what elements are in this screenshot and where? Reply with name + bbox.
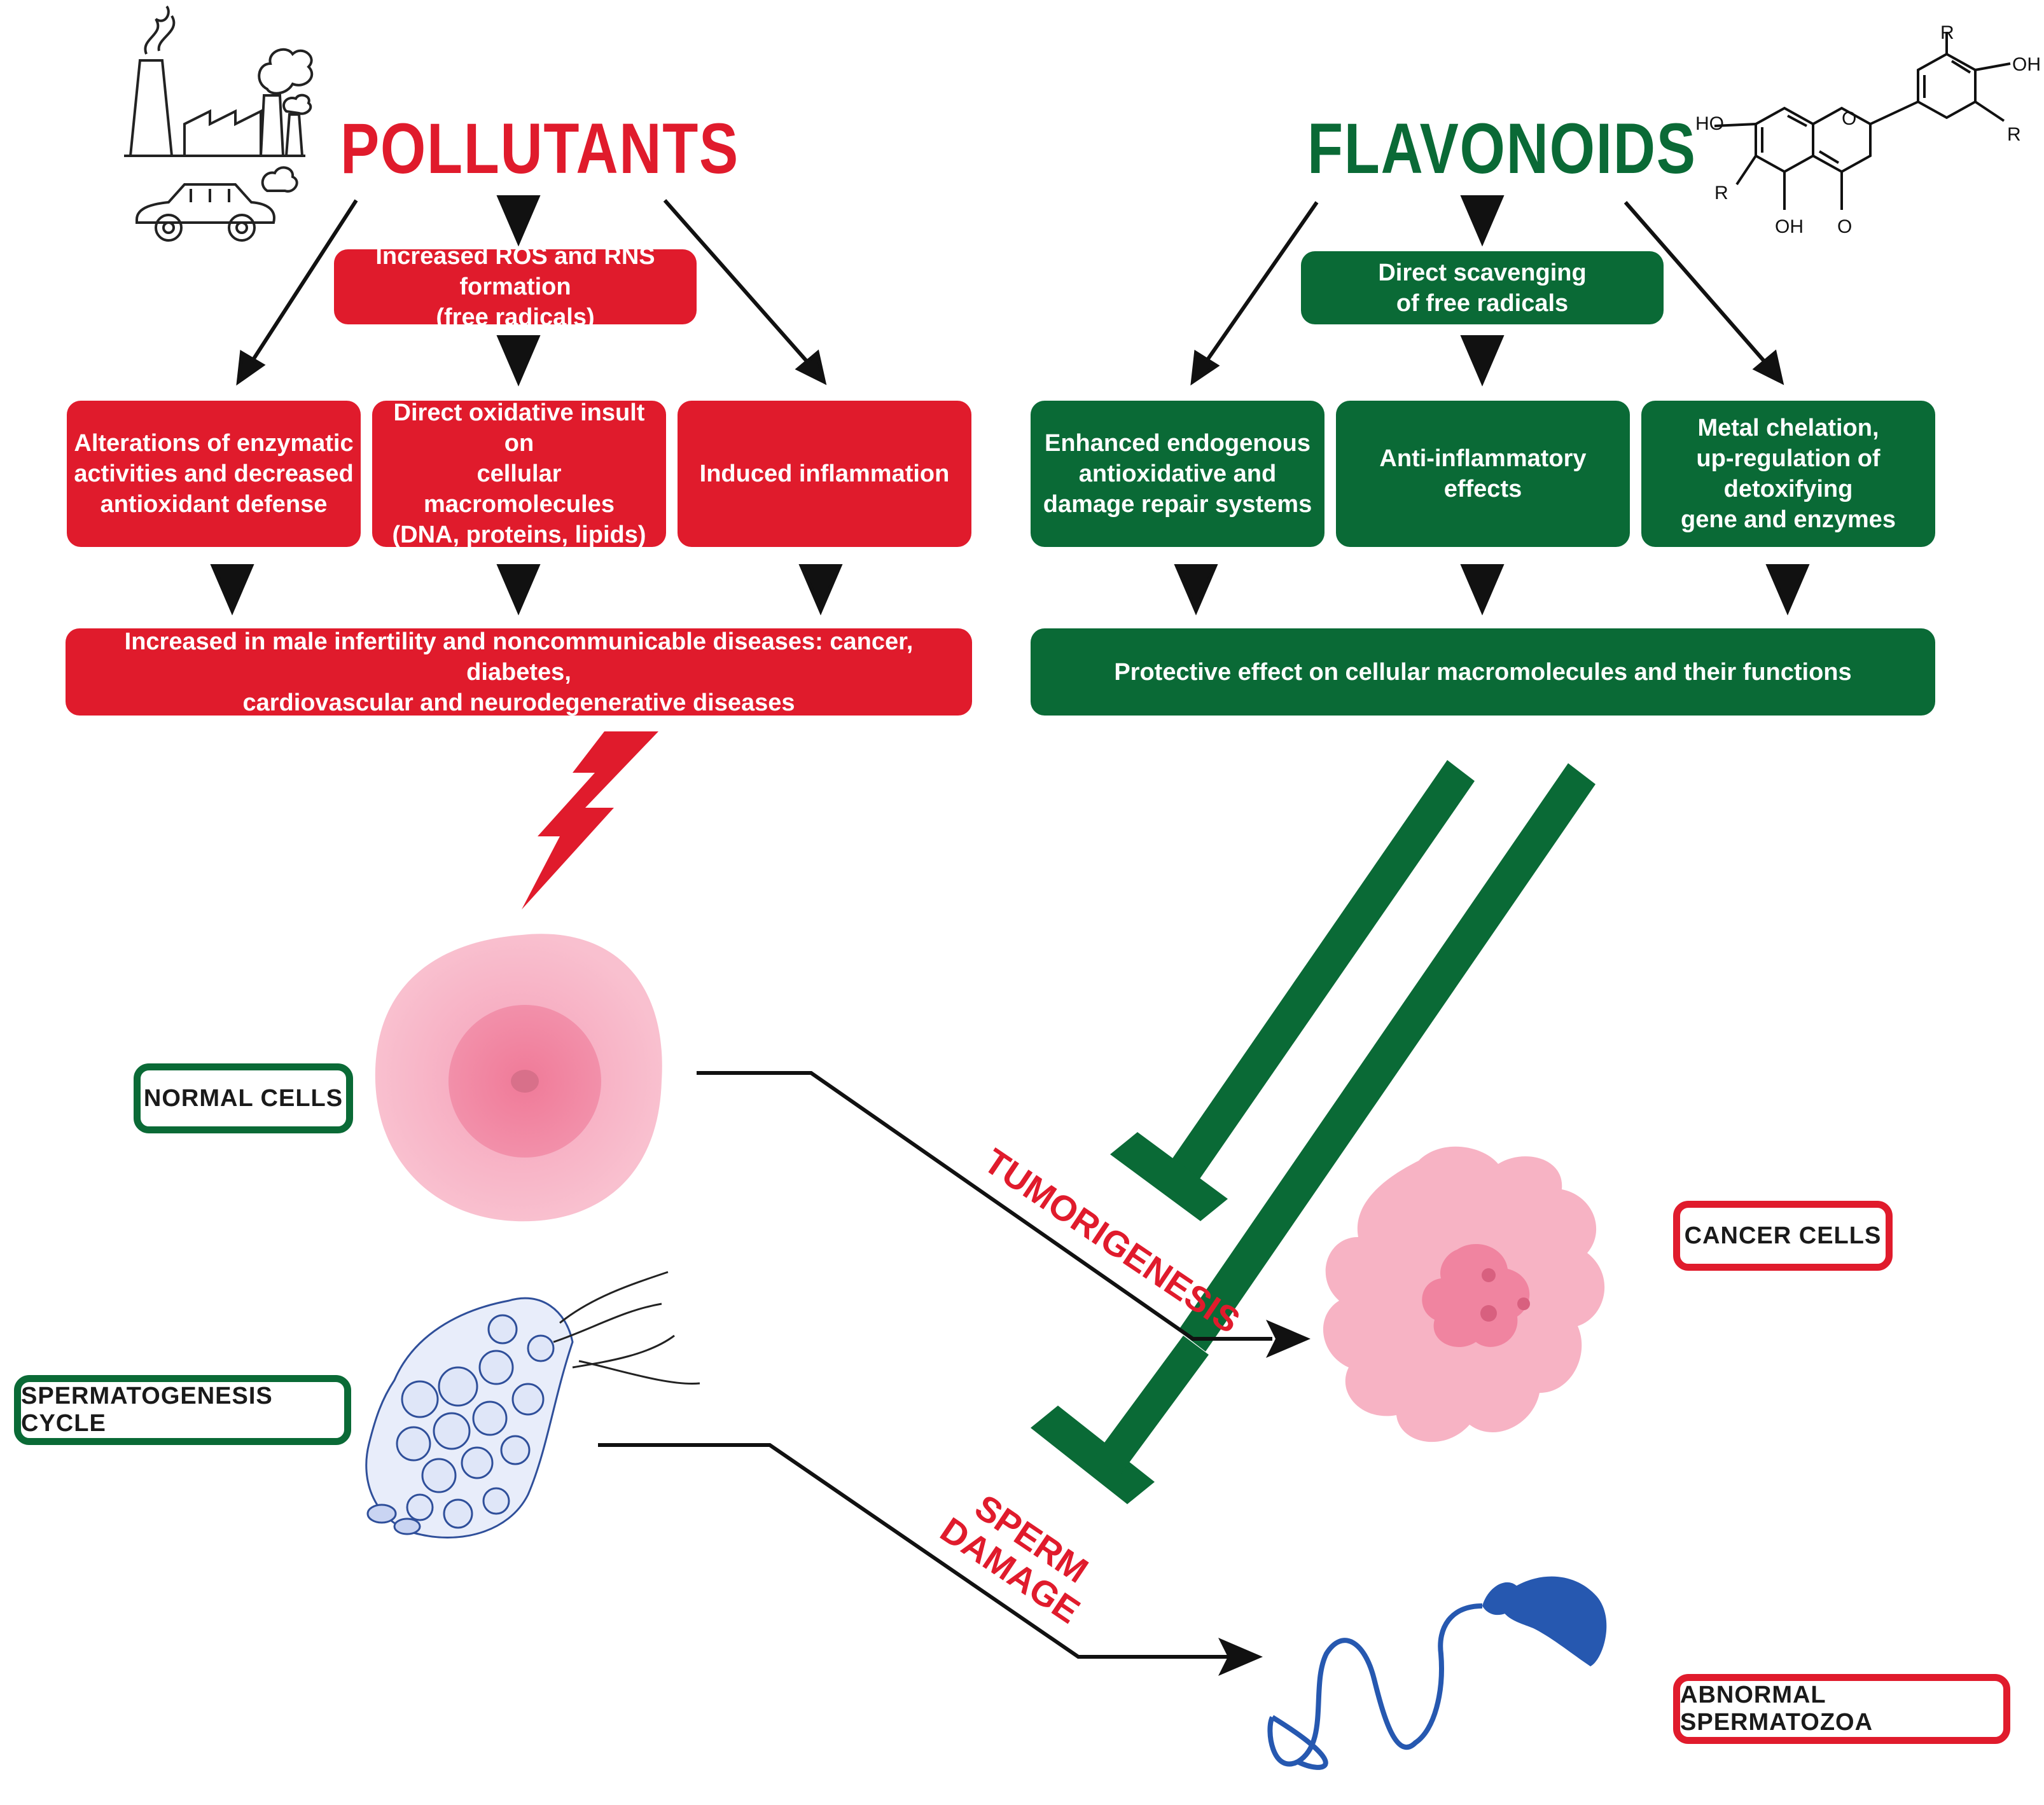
enzymatic-alterations-box: Alterations of enzymatic activities and … bbox=[67, 401, 361, 547]
inflammation-box: Induced inflammation bbox=[678, 401, 971, 547]
metal-chelation-box: Metal chelation, up-regulation of detoxi… bbox=[1641, 401, 1935, 547]
process-lines bbox=[598, 1071, 1272, 1659]
structure-label-o-keto: O bbox=[1837, 216, 1853, 237]
abnormal-sperm-icon bbox=[1267, 1576, 1607, 1770]
anti-inflammatory-box: Anti-inflammatory effects bbox=[1336, 401, 1630, 547]
structure-label-r1: R bbox=[1940, 22, 1954, 43]
flavonoids-title: FLAVONOIDS bbox=[1307, 109, 1697, 188]
flavonoid-outcome-box: Protective effect on cellular macromolec… bbox=[1031, 628, 1935, 716]
cancer-cells-label: CANCER CELLS bbox=[1673, 1201, 1893, 1271]
structure-label-oh2: OH bbox=[1775, 216, 1804, 237]
spermatogenesis-cycle-label: SPERMATOGENESIS CYCLE bbox=[14, 1375, 351, 1445]
structure-label-ho: HO bbox=[1695, 113, 1724, 134]
sperm-damage-arrowhead bbox=[1218, 1638, 1263, 1676]
spermatogenesis-tissue-icon bbox=[365, 1271, 700, 1539]
flavonoid-arrows bbox=[1174, 195, 1810, 616]
ros-formation-box: Increased ROS and RNS formation (free ra… bbox=[334, 243, 697, 331]
pollutant-outcome-box: Increased in male infertility and noncom… bbox=[66, 628, 972, 716]
normal-cell-icon bbox=[375, 934, 662, 1222]
structure-label-r3: R bbox=[1714, 183, 1728, 204]
oxidative-insult-box: Direct oxidative insult on cellular macr… bbox=[372, 399, 666, 548]
structure-label-r2: R bbox=[2007, 124, 2021, 145]
cancer-cell-icon bbox=[1323, 1146, 1605, 1442]
pollutant-arrows bbox=[210, 195, 843, 616]
abnormal-spermatozoa-label: ABNORMAL SPERMATOZOA bbox=[1673, 1674, 2010, 1744]
structure-label-o-ring: O bbox=[1842, 108, 1857, 129]
normal-cells-label: NORMAL CELLS bbox=[134, 1063, 353, 1133]
factory-car-icon bbox=[124, 5, 314, 242]
flavonoid-structure-icon bbox=[1714, 32, 2011, 210]
tumorigenesis-arrowhead bbox=[1266, 1320, 1311, 1358]
scavenging-box: Direct scavenging of free radicals bbox=[1301, 251, 1664, 324]
lightning-bolt-icon bbox=[522, 731, 658, 909]
structure-label-oh1: OH bbox=[2012, 54, 2041, 75]
pollutants-title: POLLUTANTS bbox=[340, 109, 739, 188]
antioxidative-systems-box: Enhanced endogenous antioxidative and da… bbox=[1031, 401, 1324, 547]
inhibition-bars bbox=[1031, 760, 1596, 1504]
